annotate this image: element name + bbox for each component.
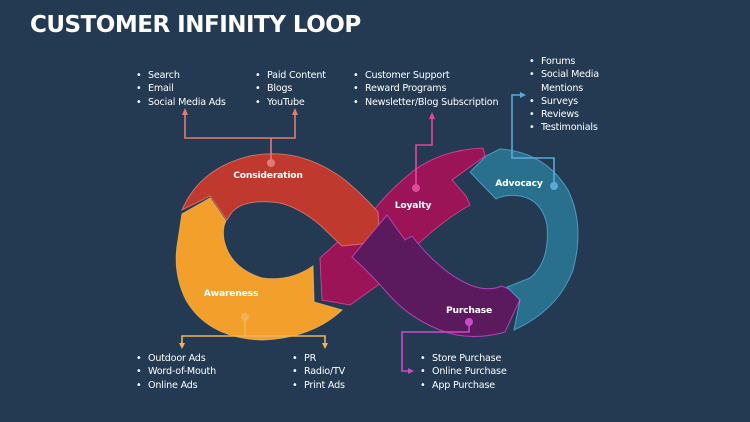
purchase-segment[interactable] <box>351 214 523 338</box>
list-item: PR <box>290 352 345 366</box>
list-item: Social Media Ads <box>134 96 226 110</box>
consideration-dot <box>267 159 275 167</box>
list-item: YouTube <box>253 96 326 110</box>
loyalty-label: Loyalty <box>395 200 432 211</box>
list-item: Store Purchase <box>418 352 507 366</box>
consideration-label: Consideration <box>233 170 303 181</box>
consideration-connector <box>182 108 298 167</box>
purchase-list: Store Purchase Online Purchase App Purch… <box>418 352 507 392</box>
consideration-segment[interactable] <box>181 153 381 247</box>
list-item: Customer Support <box>351 69 498 83</box>
list-item: Print Ads <box>290 379 345 393</box>
list-item: Radio/TV <box>290 365 345 379</box>
awareness-list-left: Outdoor Ads Word-of-Mouth Online Ads <box>134 352 216 392</box>
list-item: App Purchase <box>418 379 507 393</box>
list-item: Forums <box>527 55 611 69</box>
consideration-list-right: Paid Content Blogs YouTube <box>253 69 326 109</box>
loyalty-list: Customer Support Reward Programs Newslet… <box>351 69 499 110</box>
list-item: Testimonials <box>527 121 611 135</box>
advocacy-label: Advocacy <box>495 178 543 189</box>
advocacy-segment[interactable] <box>469 148 579 331</box>
list-item: Word-of-Mouth <box>134 365 216 379</box>
awareness-segment[interactable] <box>175 197 343 341</box>
advocacy-dot <box>550 182 558 190</box>
consideration-list-left: Search Email Social Media Ads <box>134 69 226 109</box>
list-item: Reward Programs <box>351 82 498 96</box>
list-item: Email <box>134 82 226 96</box>
list-item: Reviews <box>527 108 611 122</box>
list-item: Search <box>134 69 226 83</box>
loyalty-dot <box>412 184 420 192</box>
list-item: Surveys <box>527 95 611 109</box>
advocacy-connector <box>511 92 558 190</box>
list-item: Newsletter/Blog Subscription <box>351 96 499 110</box>
purchase-dot <box>465 318 473 326</box>
awareness-label: Awareness <box>204 288 259 299</box>
list-item: Social Media Mentions <box>527 68 611 95</box>
awareness-list-right: PR Radio/TV Print Ads <box>290 352 345 392</box>
list-item: Paid Content <box>253 69 326 83</box>
page-title: CUSTOMER INFINITY LOOP <box>30 12 361 38</box>
purchase-label: Purchase <box>446 305 492 316</box>
list-item: Blogs <box>253 82 326 96</box>
list-item: Online Purchase <box>418 365 507 379</box>
awareness-connector <box>179 313 328 349</box>
advocacy-list: Forums Social Media Mentions Surveys Rev… <box>527 55 611 135</box>
list-item: Outdoor Ads <box>134 352 216 366</box>
purchase-connector <box>401 318 473 374</box>
list-item: Online Ads <box>134 379 216 393</box>
loyalty-connector <box>412 112 435 192</box>
awareness-dot <box>241 313 249 321</box>
